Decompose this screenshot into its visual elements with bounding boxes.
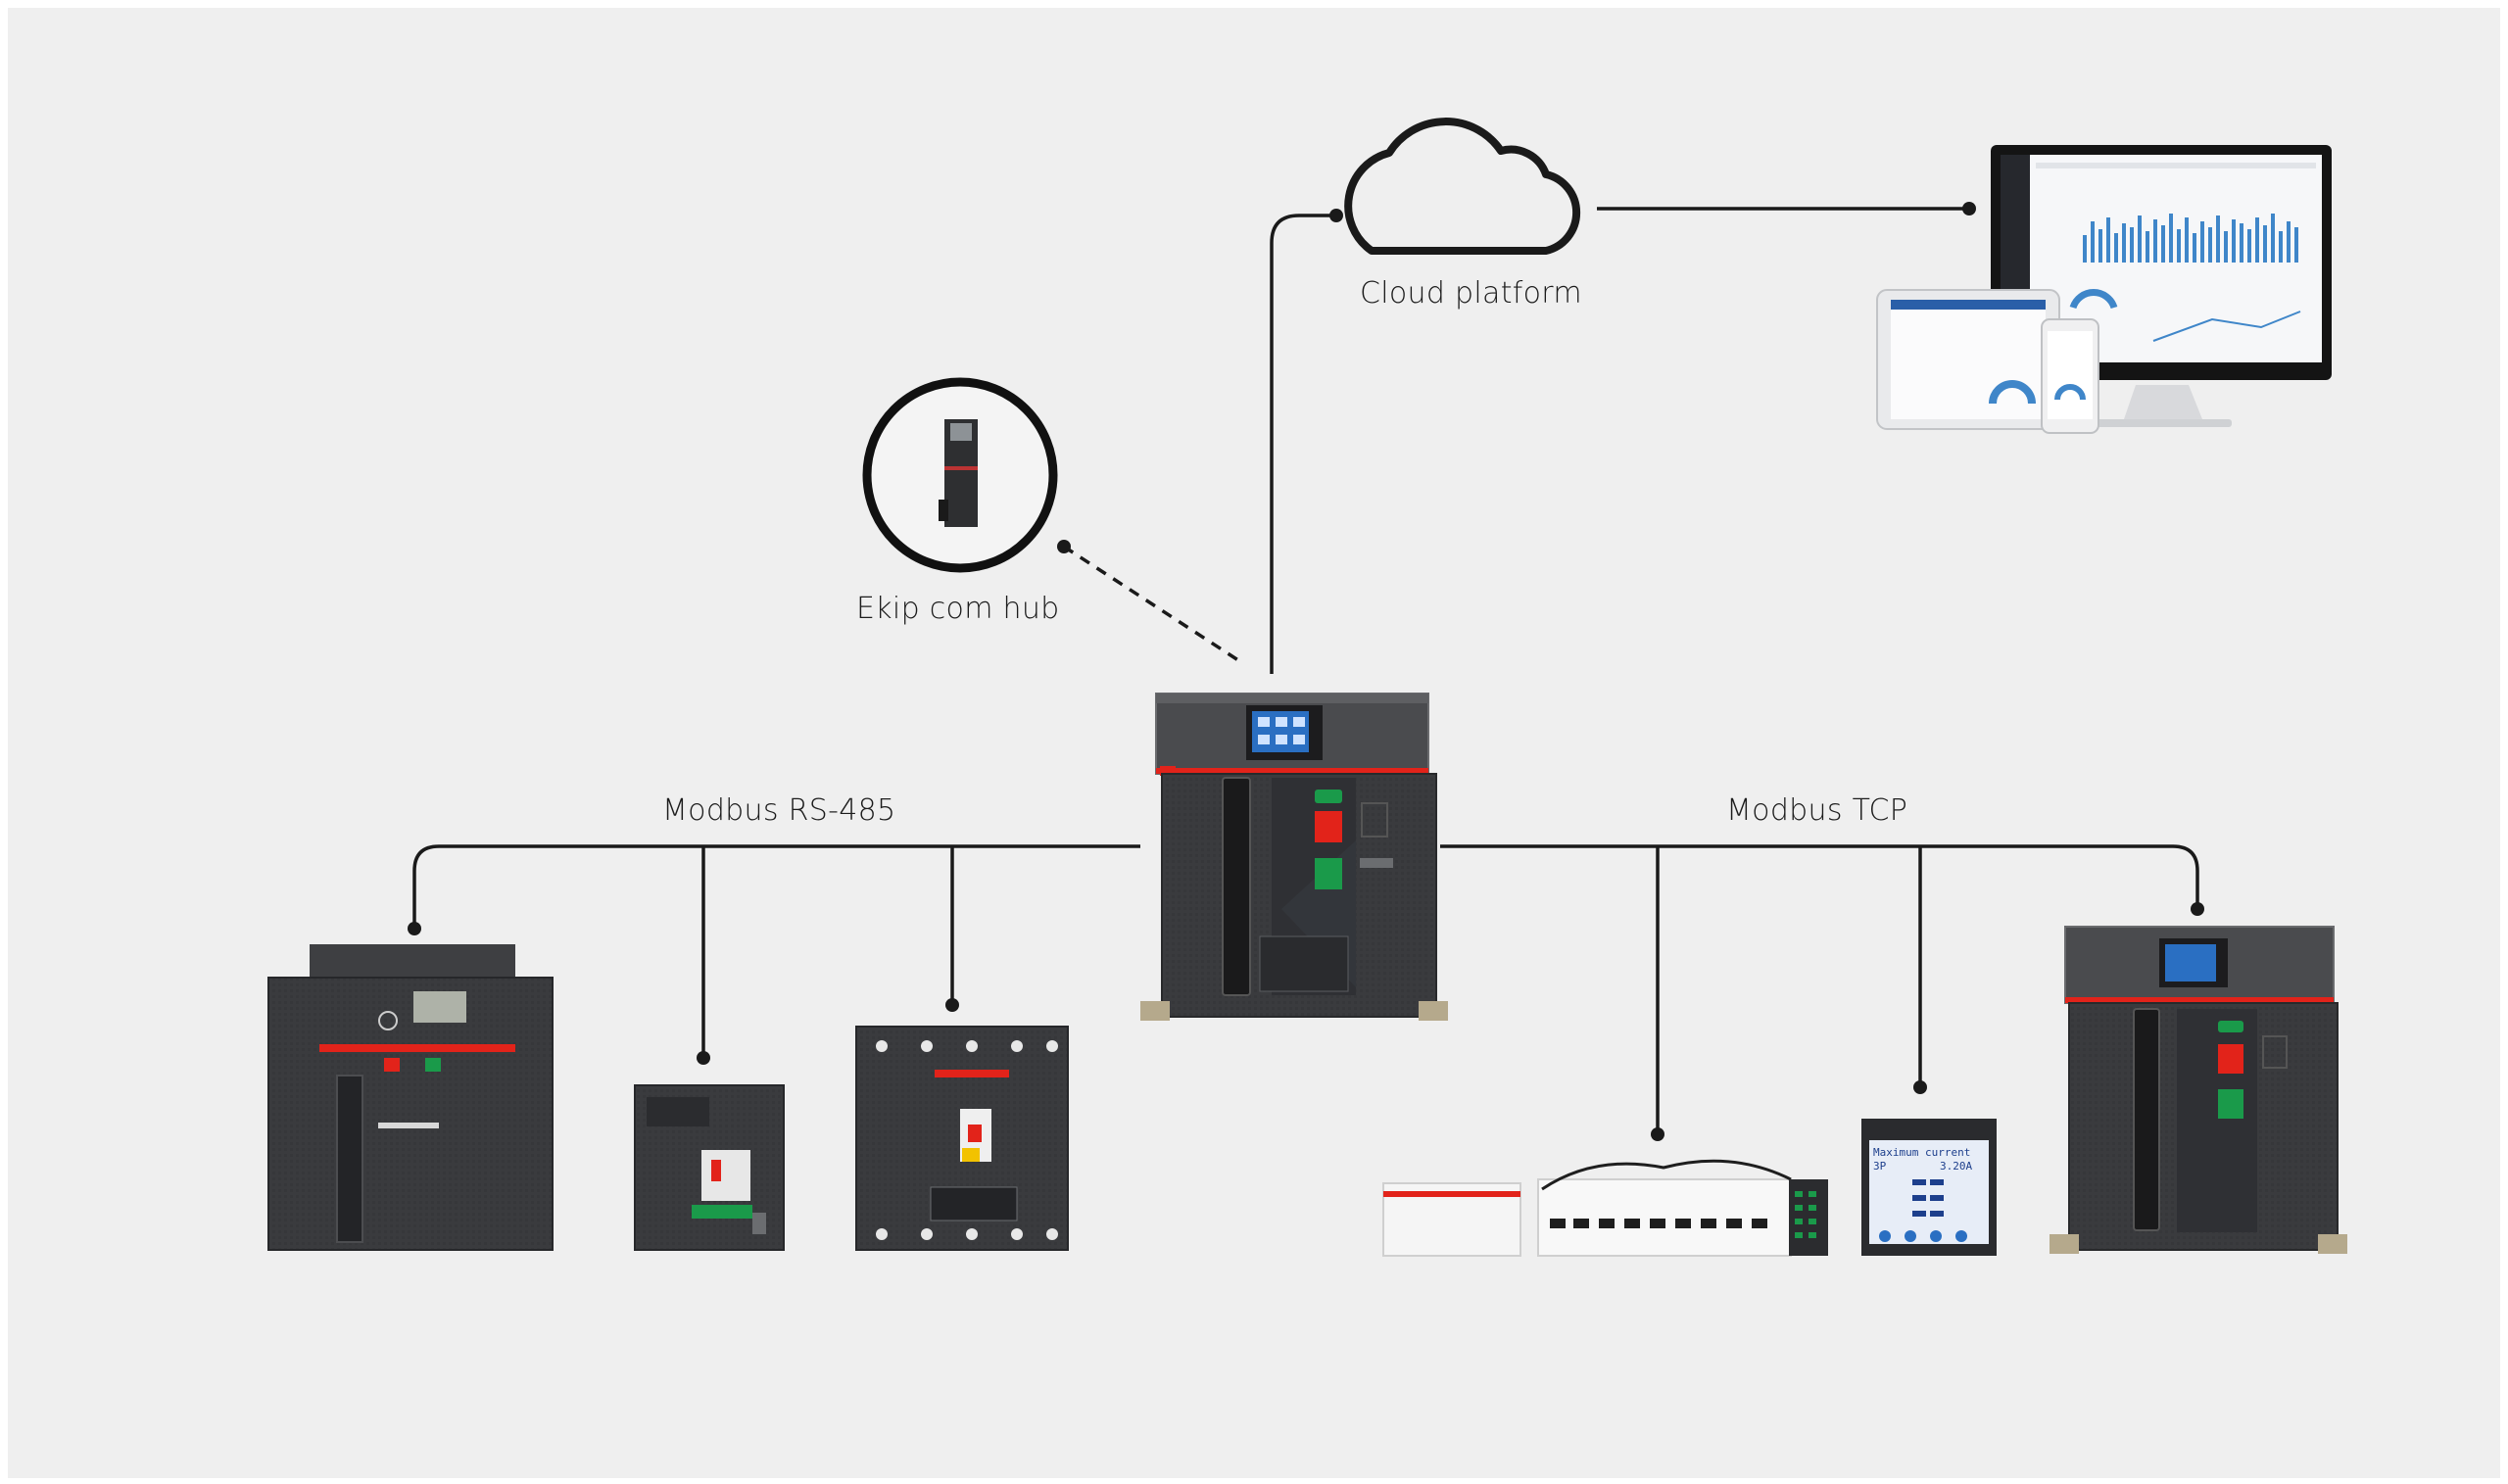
rs485-breaker-xt-image xyxy=(634,1084,785,1251)
connection-lines xyxy=(412,207,2199,1132)
main-breaker-image xyxy=(1140,693,1448,1021)
hub-label: Ekip com hub xyxy=(856,592,1060,626)
tcp-label: Modbus TCP xyxy=(1726,793,1908,828)
tcp-breaker-image xyxy=(2050,926,2347,1254)
connection-dots xyxy=(408,202,2204,1141)
rs485-bus-line xyxy=(412,844,1140,927)
hub-module-icon xyxy=(862,377,1058,573)
meter-mode: 3P xyxy=(1873,1160,1887,1173)
meter-title: Maximum current xyxy=(1873,1146,1970,1159)
hub-link-line xyxy=(1063,545,1245,666)
rs485-breaker-large-image xyxy=(267,944,554,1251)
rs485-label: Modbus RS-485 xyxy=(662,793,896,828)
cloud-icon xyxy=(1344,118,1581,255)
cloud-link-line xyxy=(1270,214,1334,674)
network-diagram: Maximum current 3P 3.20A xyxy=(267,118,2347,1257)
tcp-din-rail-devices-image xyxy=(1382,1159,1828,1257)
dashboard-devices-image xyxy=(1876,145,2332,434)
cloud-platform-label: Cloud platform xyxy=(1360,276,1582,311)
tcp-bus-line xyxy=(1440,844,2199,907)
meter-value: 3.20A xyxy=(1940,1160,1972,1173)
rs485-breaker-t-image xyxy=(855,1026,1069,1251)
tcp-energy-meter-image: Maximum current 3P 3.20A xyxy=(1861,1119,1997,1256)
